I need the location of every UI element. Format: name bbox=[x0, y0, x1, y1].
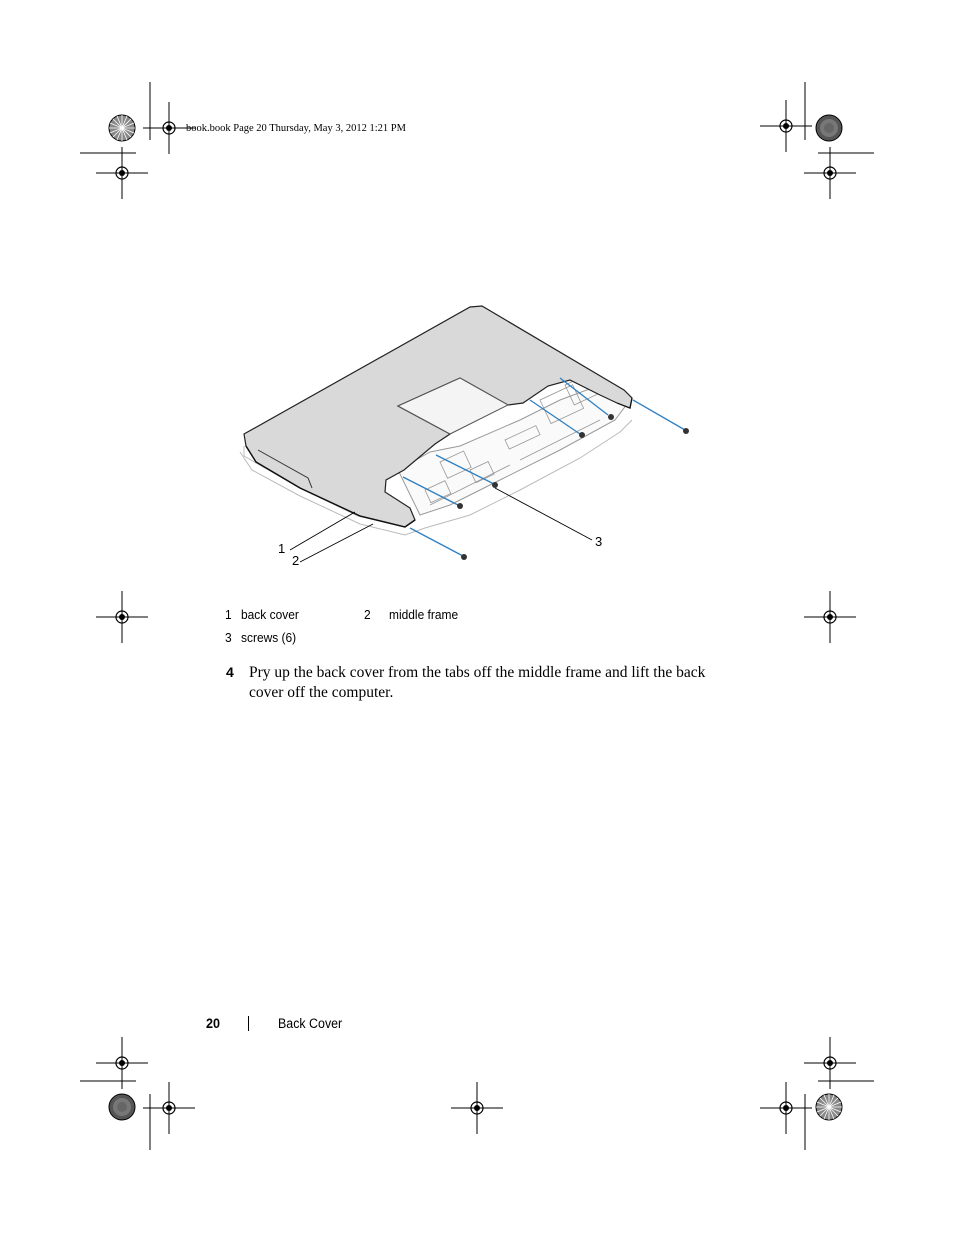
legend-num-2: 2 bbox=[364, 607, 371, 622]
middle-frame-outline bbox=[239, 419, 633, 536]
step-text: Pry up the back cover from the tabs off … bbox=[249, 664, 706, 701]
running-footer: Back Cover bbox=[278, 1016, 343, 1031]
legend-num-1: 1 bbox=[225, 607, 232, 622]
screw-arrows bbox=[402, 377, 686, 557]
callout-1: 1 bbox=[278, 541, 286, 556]
screw-icons bbox=[457, 414, 689, 560]
legend-label-2: middle frame bbox=[389, 607, 459, 622]
print-slug: book.book Page 20 Thursday, May 3, 2012 … bbox=[186, 123, 406, 134]
callout-3: 3 bbox=[595, 534, 603, 549]
callout-2: 2 bbox=[292, 553, 300, 568]
legend-label-1: back cover bbox=[241, 607, 299, 622]
page-number: 20 bbox=[206, 1015, 221, 1031]
step-number: 4 bbox=[226, 664, 234, 680]
legend-label-3: screws (6) bbox=[241, 630, 297, 645]
footer-separator bbox=[248, 1016, 249, 1031]
legend-num-3: 3 bbox=[225, 630, 232, 645]
